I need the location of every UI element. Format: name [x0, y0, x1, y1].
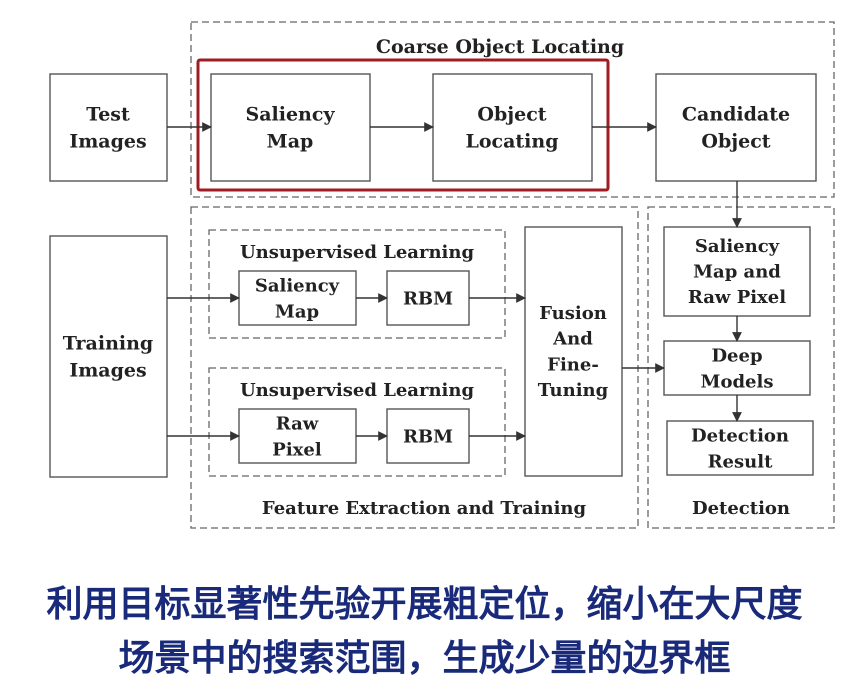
fusion-label-line: Fine- [547, 354, 599, 375]
rbm-bottom-label: RBM [403, 427, 453, 448]
caption-line-2: 场景中的搜索范围，生成少量的边界框 [118, 638, 731, 679]
rbm-top-label-line: RBM [403, 289, 453, 310]
saliency-map-top-box [210, 73, 371, 182]
caption-line-1: 利用目标显著性先验开展粗定位，缩小在大尺度 [46, 584, 803, 625]
object-locating-box [432, 73, 593, 182]
feature-region-title: Feature Extraction and Training [262, 498, 587, 519]
test-images-label-line: Images [69, 130, 146, 152]
coarse-region-frame [190, 21, 835, 198]
test-images-label-line: Test [86, 103, 130, 125]
rbm-bottom-label-line: RBM [403, 427, 453, 448]
saliency-map-unsup-label-line: Map [275, 301, 319, 322]
detection-region-title: Detection [692, 498, 790, 519]
training-images-label-line: Training [63, 332, 153, 354]
saliency-map-top-label-line: Saliency [246, 103, 336, 125]
unsup-top-frame [208, 229, 506, 339]
coarse-region-title: Coarse Object Locating [376, 36, 624, 58]
deep-models-label-line: Deep [711, 346, 762, 367]
fusion-box [524, 226, 623, 477]
candidate-object-label-line: Object [701, 130, 770, 152]
saliency-map-unsup-label-line: Saliency [255, 276, 340, 297]
test-images-box [49, 73, 168, 182]
detection-result-box [666, 420, 814, 476]
detection-result-label-line: Result [708, 451, 773, 472]
saliency-map-top-label-line: Map [267, 130, 314, 152]
rbm-top-box [386, 270, 470, 326]
deep-models-label-line: Models [701, 371, 774, 392]
candidate-object-box [655, 73, 817, 182]
caption: 利用目标显著性先验开展粗定位，缩小在大尺度 场景中的搜索范围，生成少量的边界框 [0, 578, 849, 686]
object-locating-label-line: Locating [465, 130, 558, 152]
saliency-raw-label-line: Raw Pixel [688, 287, 786, 308]
saliency-raw-box [663, 226, 811, 317]
raw-pixel-label-line: Raw [276, 414, 319, 435]
object-locating-label-line: Object [477, 103, 546, 125]
training-images-label-line: Images [69, 359, 146, 381]
fusion-label-line: And [552, 329, 593, 350]
rbm-top-label: RBM [403, 289, 453, 310]
saliency-raw-label-line: Map and [693, 262, 781, 283]
fusion-label-line: Tuning [538, 380, 609, 401]
unsup-top-title: Unsupervised Learning [240, 242, 475, 263]
raw-pixel-box [238, 408, 357, 464]
training-images-box [49, 235, 168, 478]
saliency-raw-label-line: Saliency [695, 236, 780, 257]
unsup-bottom-title: Unsupervised Learning [240, 380, 475, 401]
candidate-object-label-line: Candidate [682, 103, 790, 125]
detection-result-label-line: Detection [691, 426, 789, 447]
raw-pixel-label-line: Pixel [272, 439, 322, 460]
fusion-label-line: Fusion [539, 303, 607, 324]
unsup-bottom-frame [208, 367, 506, 477]
highlight-frame [196, 58, 610, 192]
